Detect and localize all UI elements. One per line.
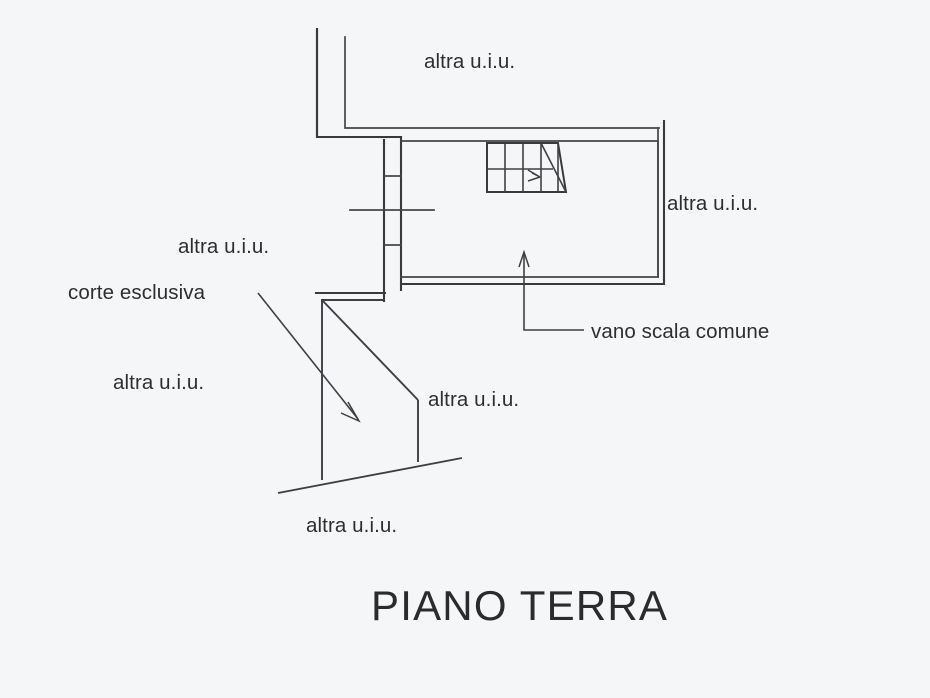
label-altra-uiu-bottom: altra u.i.u. xyxy=(306,514,398,537)
leader-vano-line xyxy=(523,254,584,331)
inner-wall-upper-left-corner xyxy=(344,36,660,129)
stair-direction-arrow-icon xyxy=(527,169,541,182)
courtyard-outline xyxy=(277,299,463,494)
stairwell-room-outline xyxy=(400,140,659,278)
leader-corte-arrowhead-icon xyxy=(340,401,361,423)
courtyard-baseline xyxy=(277,457,463,494)
stair-direction-diagonal xyxy=(540,142,567,193)
plan-title: PIANO TERRA xyxy=(371,582,669,629)
stairwell-room-box xyxy=(400,140,659,278)
label-altra-uiu-right: altra u.i.u. xyxy=(667,192,759,215)
outer-wall-upper-left-corner xyxy=(315,27,403,139)
label-altra-uiu-left-lower: altra u.i.u. xyxy=(113,371,205,394)
leader-corte-line xyxy=(257,292,359,420)
leader-vano-scala xyxy=(518,249,584,331)
leader-vano-arrowhead-icon xyxy=(518,249,530,268)
leader-corte-esclusiva xyxy=(257,292,361,423)
label-corte-esclusiva: corte esclusiva xyxy=(68,281,206,304)
staircase xyxy=(486,142,568,193)
label-vano-scala-comune: vano scala comune xyxy=(591,320,770,343)
label-altra-uiu-top: altra u.i.u. xyxy=(424,50,516,73)
label-altra-uiu-mid-right: altra u.i.u. xyxy=(428,388,520,411)
label-altra-uiu-left-upper: altra u.i.u. xyxy=(178,235,270,258)
courtyard-diagonal-edge xyxy=(321,299,419,401)
outer-wall-right xyxy=(399,119,666,286)
central-partition-wall xyxy=(314,135,435,303)
